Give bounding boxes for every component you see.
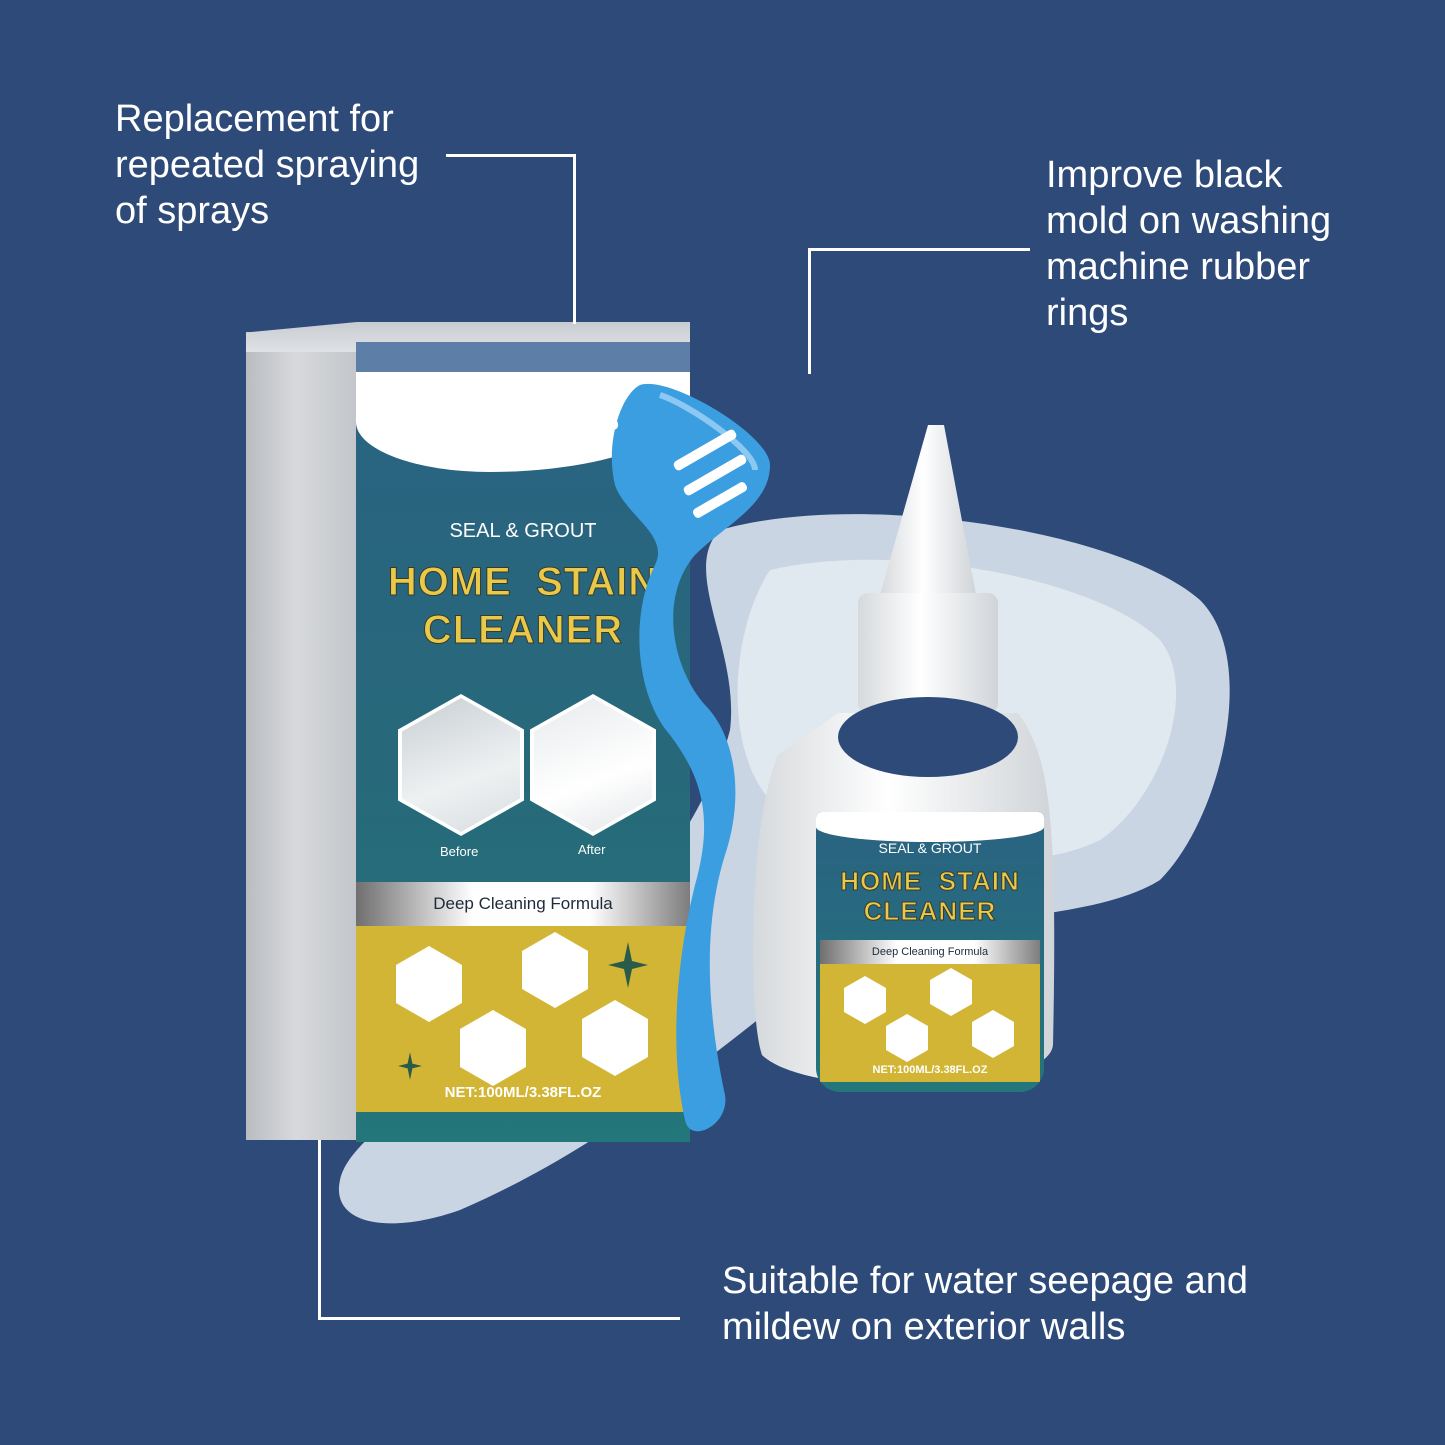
- sparkle-icon: [608, 942, 648, 988]
- callout-b-line2: mildew on exterior walls: [722, 1306, 1126, 1348]
- bottle-formula-banner: Deep Cleaning Formula: [820, 940, 1040, 964]
- callout-tl-line3: of sprays: [115, 190, 270, 232]
- toilet-icon: [396, 946, 462, 1022]
- sink-icon: [522, 932, 588, 1008]
- box-formula-banner: Deep Cleaning Formula: [356, 882, 690, 926]
- product-box: SEAL & GROUT HOME STAIN CLEANER Before A…: [246, 322, 690, 1142]
- callout-replacement: Replacement for repeated spraying of spr…: [115, 96, 419, 234]
- leader-line-tr-v: [808, 248, 811, 374]
- bottle-product-name-1: HOME STAIN: [840, 866, 1020, 897]
- callout-exterior-walls: Suitable for water seepage and mildew on…: [722, 1258, 1248, 1350]
- sparkle-icon-small: [398, 1052, 422, 1080]
- callout-b-line1: Suitable for water seepage and: [722, 1260, 1249, 1302]
- cleaning-brush: [541, 383, 770, 1132]
- toilet-icon: [844, 976, 886, 1024]
- leader-line-tl-v: [573, 154, 576, 324]
- leader-line-b-v: [318, 1140, 321, 1320]
- bottle-label: SEAL & GROUT HOME STAIN CLEANER Deep Cle…: [816, 812, 1044, 1092]
- box-net-volume: NET:100ML/3.38FL.OZ: [444, 1084, 602, 1101]
- box-product-name-2: CLEANER: [422, 608, 624, 653]
- callout-tl-line2: repeated spraying: [115, 144, 420, 186]
- leader-line-tl-h: [446, 154, 576, 157]
- window-icon: [460, 1010, 526, 1086]
- box-side-panel: [246, 332, 356, 1140]
- washing-machine-icon: [972, 1010, 1014, 1058]
- sink-icon: [930, 968, 972, 1016]
- leader-line-b-h: [318, 1317, 680, 1320]
- callout-tr-line2: mold on washing: [1046, 200, 1332, 242]
- callout-tr-line1: Improve black: [1046, 154, 1283, 196]
- box-product-line: SEAL & GROUT: [449, 520, 597, 542]
- window-icon: [886, 1014, 928, 1062]
- after-label: After: [578, 842, 606, 857]
- leader-line-tr-h: [808, 248, 1030, 251]
- callout-tl-line1: Replacement for: [115, 98, 394, 140]
- callout-tr-line3: machine rubber: [1046, 246, 1311, 288]
- bottle-label-wave: [816, 812, 1044, 842]
- before-photo: [398, 694, 524, 836]
- before-label: Before: [440, 844, 479, 859]
- callout-tr-line4: rings: [1046, 292, 1129, 334]
- bottle-product-line: SEAL & GROUT: [878, 840, 982, 856]
- bottle-product-name-2: CLEANER: [863, 896, 997, 927]
- box-yellow-panel: [356, 926, 690, 1112]
- box-product-name-1: HOME STAIN: [387, 560, 659, 605]
- bottle-yellow-panel: NET:100ML/3.38FL.OZ: [820, 964, 1040, 1082]
- after-photo: [530, 694, 656, 836]
- callout-black-mold: Improve black mold on washing machine ru…: [1046, 152, 1331, 336]
- bottle-net-volume: NET:100ML/3.38FL.OZ: [872, 1064, 988, 1076]
